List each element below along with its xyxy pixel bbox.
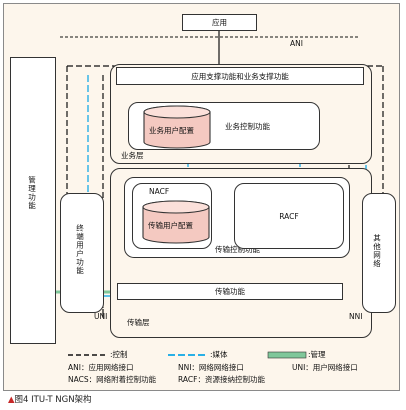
racf-box: RACF [234,183,344,249]
transport-control-label: 传输控制功能 [215,245,260,254]
legend-def-racf: RACF：资源接纳控制功能 [178,375,265,384]
legend-def-nacs: NACS：网络附着控制功能 [68,375,157,384]
legend-def-ani: ANI：应用网络接口 [68,363,134,372]
end-user-functions-label: 终端用户功能 [75,224,85,275]
transport-functions-box: 传输功能 [117,283,343,300]
nacf-label: NACF [149,187,170,196]
transport-stratum-label: 传输层 [127,318,150,327]
management-functions-box: 管理功能 [10,57,56,344]
application-box: 应用 [182,14,257,31]
service-control-label: 业务控制功能 [225,122,270,131]
transport-user-profile-label: 传输用户配置 [148,221,193,230]
legend-media-label: :媒体 [210,350,228,359]
other-networks-label: 其他网络 [372,234,382,268]
nni-label: NNI [349,312,363,321]
legend-def-nni: NNI：网络网络接口 [178,363,244,372]
figure-caption: ▲图4 ITU-T NGN架构 [8,395,92,405]
app-support-functions-box: 应用支撑功能和业务支撑功能 [116,67,364,85]
legend-control-label: :控制 [110,350,128,359]
service-stratum-label: 业务层 [121,151,144,160]
legend-management-label: :管理 [308,350,326,359]
service-user-profile-database-icon [143,105,211,149]
management-functions-label: 管理功能 [27,176,37,210]
end-user-functions-box: 终端用户功能 [60,193,104,313]
transport-user-profile-database-icon [142,200,210,244]
service-user-profile-label: 业务用户配置 [149,126,194,135]
uni-label: UNI [94,312,108,321]
ani-label: ANI [290,39,303,48]
caption-triangle-icon: ▲ [8,395,15,405]
legend-def-uni: UNI：用户网络接口 [292,363,358,372]
other-networks-box: 其他网络 [362,193,396,313]
legend-management-sample [267,351,307,359]
